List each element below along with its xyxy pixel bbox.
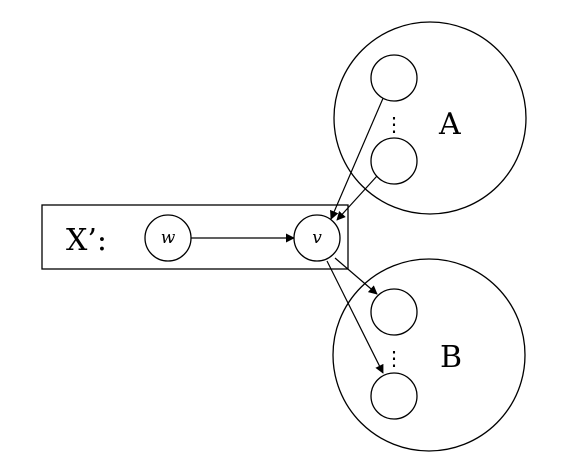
set-a-label: A <box>438 107 461 142</box>
edge-v-to-b2 <box>326 260 384 374</box>
edge-a2-to-v <box>336 175 378 221</box>
subgraph-x-prime-box <box>41 204 349 270</box>
set-b-node-2 <box>370 372 418 420</box>
node-v <box>293 214 341 262</box>
edge-a1-to-v <box>330 95 385 220</box>
set-b-circle <box>332 258 526 452</box>
subgraph-x-prime-label: X’: <box>66 223 107 258</box>
set-a-ellipsis: ⋮ <box>384 112 404 136</box>
set-b-ellipsis: ⋮ <box>384 346 404 370</box>
set-b-node-1 <box>370 288 418 336</box>
edge-v-to-b1 <box>334 257 378 295</box>
set-a-node-1 <box>370 54 418 102</box>
node-v-label: v <box>312 228 322 248</box>
set-a-circle <box>333 21 527 215</box>
set-a-node-2 <box>370 137 418 185</box>
node-w-label: w <box>161 228 176 248</box>
set-b-label: B <box>440 340 462 375</box>
node-w <box>144 214 192 262</box>
